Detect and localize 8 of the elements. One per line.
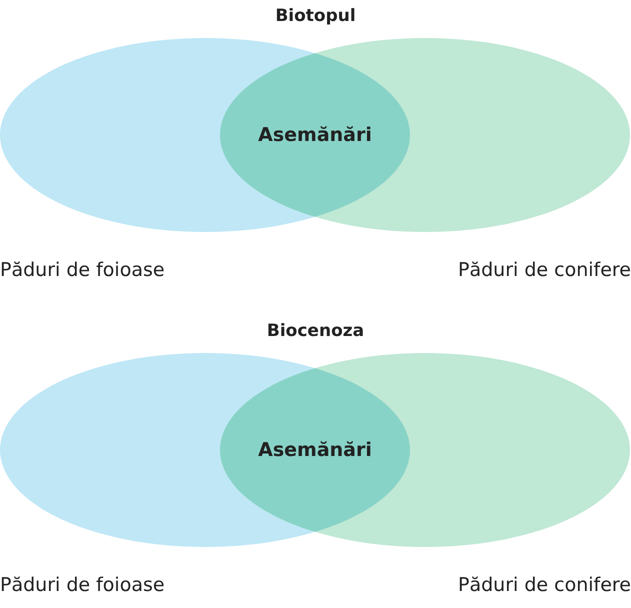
overlap-label: Asemănări <box>258 122 372 148</box>
set-label: Păduri de conifere <box>458 572 631 598</box>
overlap-label: Asemănări <box>258 438 372 463</box>
venn-title: Biotopul <box>275 5 356 28</box>
set-label: Păduri de foioase <box>0 258 165 282</box>
set-label: Păduri de conifere <box>458 258 631 282</box>
venn-title: Biocenoza <box>266 320 364 343</box>
set-label: Păduri de foioase <box>0 572 165 598</box>
